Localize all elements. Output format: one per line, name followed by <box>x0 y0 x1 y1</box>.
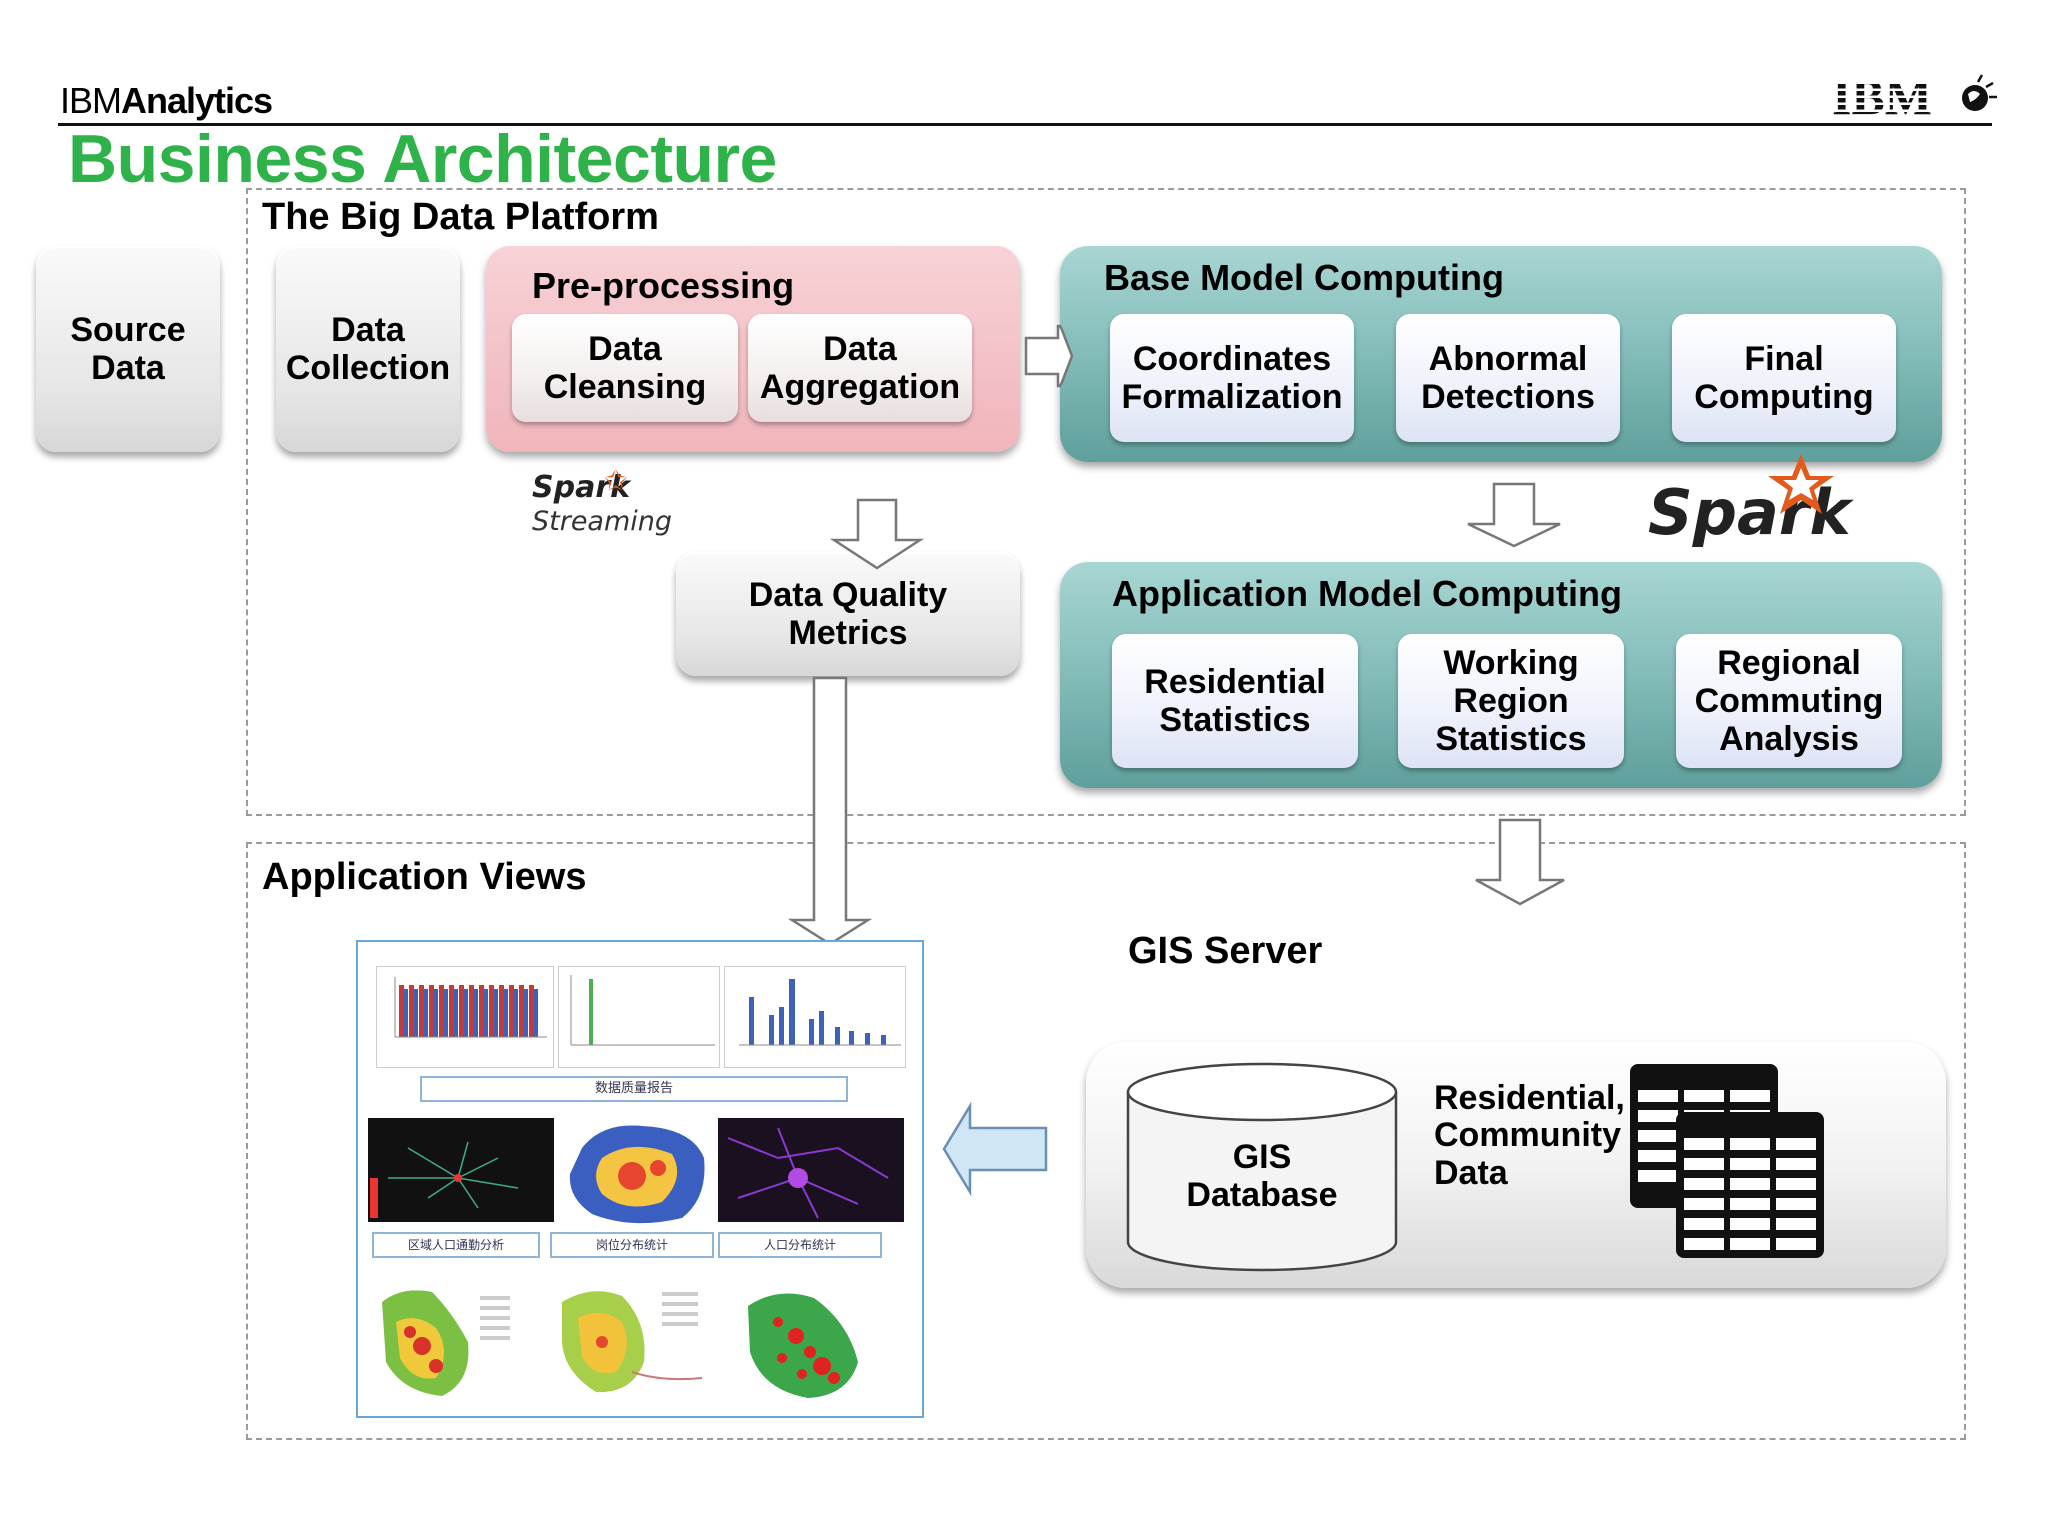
application-views-screenshot: 数据质量报告 区域人口通勤分析 岗位分布统计 人口分布统计 <box>356 940 924 1418</box>
abnormal-detections-box: Abnormal Detections <box>1396 314 1620 442</box>
line-chart-thumbnail <box>558 966 720 1068</box>
application-views-region <box>246 842 1966 1440</box>
brand-label: IBMAnalytics <box>60 80 273 122</box>
big-data-platform-region <box>246 188 1966 816</box>
application-views-title: Application Views <box>262 856 587 898</box>
spark-streaming-wordmark: Spark <box>532 470 631 505</box>
residential-statistics-box: Residential Statistics <box>1112 634 1358 768</box>
data-collection-box: Data Collection <box>276 246 460 452</box>
spark-wordmark: Spark <box>1648 476 1851 549</box>
spark-streaming-star: ✩ <box>604 465 628 496</box>
bar-chart-thumbnail <box>376 966 554 1068</box>
arrow-down-icon <box>1475 818 1565 906</box>
data-table-icon <box>1630 1064 1826 1260</box>
commute-network-map <box>368 1118 554 1222</box>
arrow-down-icon <box>829 498 925 570</box>
arrow-left-icon <box>942 1101 1048 1197</box>
working-region-statistics-box: Working Region Statistics <box>1398 634 1624 768</box>
application-model-title: Application Model Computing <box>1112 573 1622 614</box>
spark-logo: Spark <box>1648 450 1851 550</box>
ibm-logo: IBM <box>1828 69 1998 125</box>
residential-community-data-label: Residential, Community Data <box>1434 1079 1625 1192</box>
data-quality-metrics-box: Data Quality Metrics <box>676 552 1020 676</box>
report-caption: 数据质量报告 <box>420 1076 848 1102</box>
gis-server-title: GIS Server <box>1128 930 1323 972</box>
arrow-right-icon <box>1024 324 1074 388</box>
data-aggregation-box: Data Aggregation <box>748 314 972 422</box>
preprocessing-title: Pre-processing <box>532 265 795 306</box>
spark-streaming-subtitle: Streaming <box>532 506 673 537</box>
arrow-down-icon <box>1467 482 1561 548</box>
population-caption: 人口分布统计 <box>718 1232 882 1258</box>
brand-prefix: IBM <box>60 80 122 121</box>
final-computing-box: Final Computing <box>1672 314 1896 442</box>
data-cleansing-box: Data Cleansing <box>512 314 738 422</box>
jobs-caption: 岗位分布统计 <box>550 1232 714 1258</box>
residential-density-map <box>372 1282 522 1402</box>
spark-star-icon <box>1768 454 1834 514</box>
working-region-map <box>552 1282 712 1402</box>
column-chart-thumbnail <box>724 966 906 1068</box>
source-data-box: Source Data <box>36 246 220 452</box>
gis-database-cylinder <box>1126 1062 1398 1272</box>
page-title: Business Architecture <box>68 121 777 197</box>
header-rule <box>58 123 1992 126</box>
regional-commute-map <box>738 1282 898 1402</box>
commute-caption: 区域人口通勤分析 <box>372 1232 540 1258</box>
coordinates-formalization-box: Coordinates Formalization <box>1110 314 1354 442</box>
gis-database-label: GIS Database <box>1186 1138 1338 1215</box>
base-model-title: Base Model Computing <box>1104 257 1505 298</box>
arrow-down-icon <box>787 676 873 946</box>
ibm-logo-text: IBM <box>1832 70 1932 122</box>
purple-network-map <box>718 1118 904 1222</box>
brand-suffix: Analytics <box>121 80 273 121</box>
regional-commuting-analysis-box: Regional Commuting Analysis <box>1676 634 1902 768</box>
platform-title: The Big Data Platform <box>262 196 659 238</box>
population-heat-map <box>562 1118 710 1228</box>
spark-streaming-logo: Spark ✩ Streaming <box>530 465 680 546</box>
